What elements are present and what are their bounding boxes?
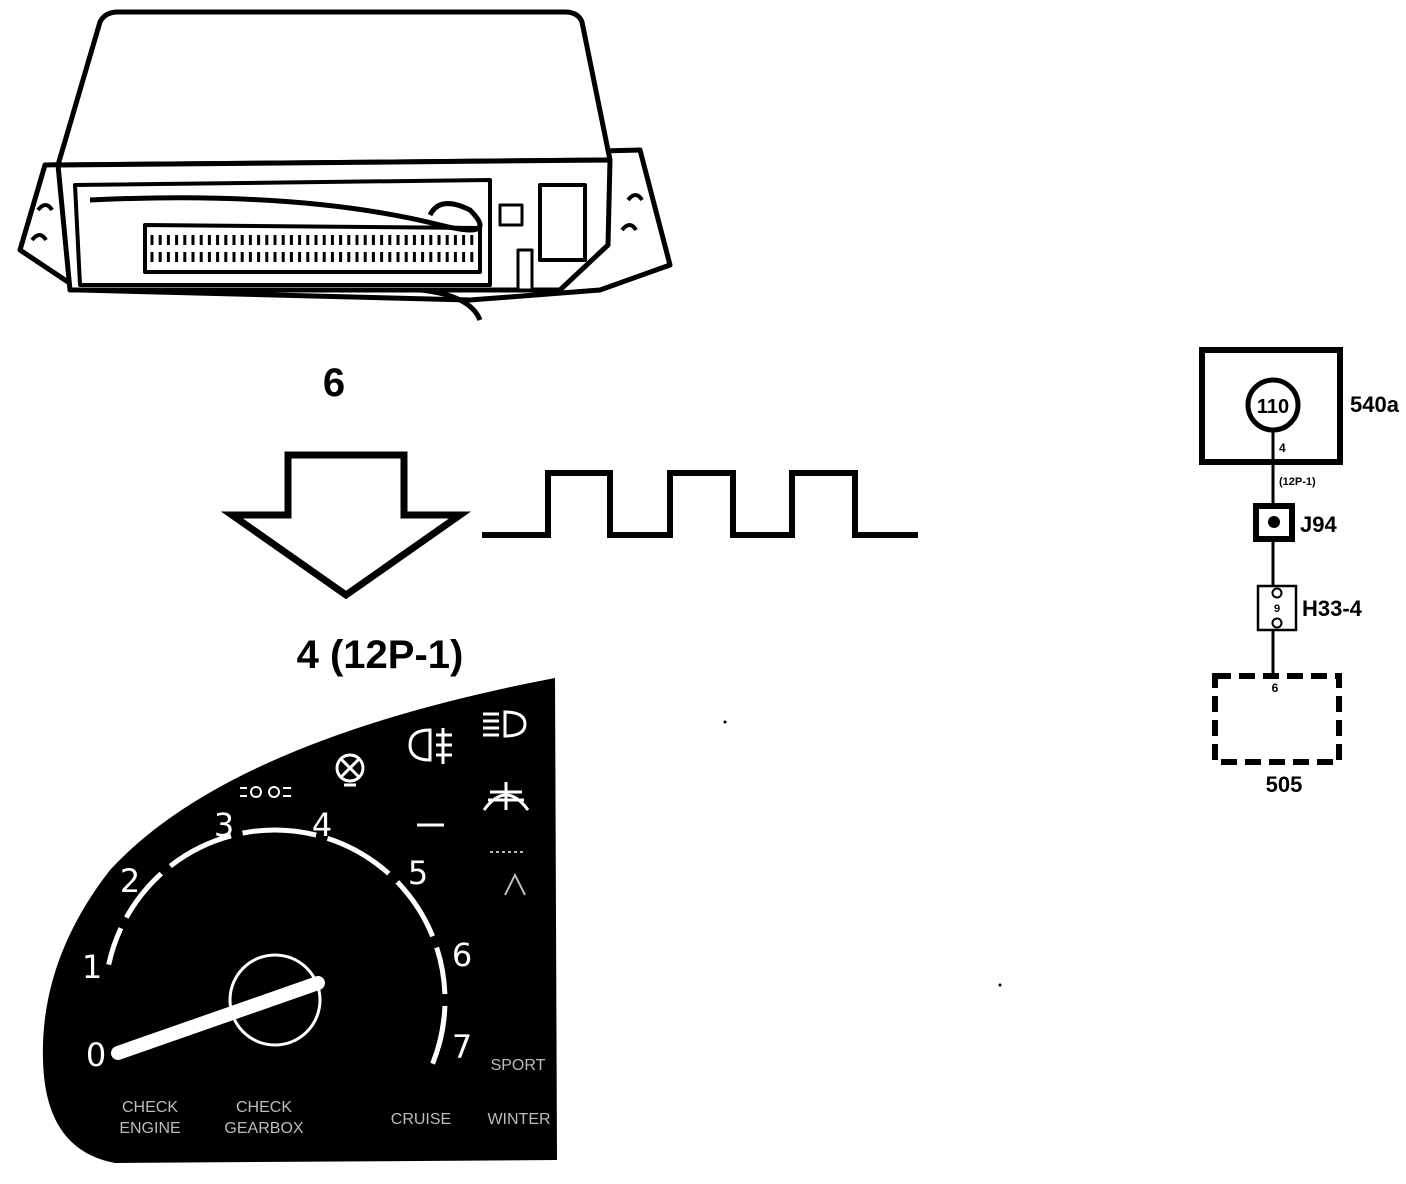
- cluster-connector-pin-label: 110: [1257, 396, 1289, 418]
- scale-segment: [434, 946, 448, 995]
- ecu-connector-pins: [150, 235, 474, 262]
- signal-pin-label: 4 (12P-1): [297, 633, 464, 677]
- fog-light-icon: [408, 728, 452, 764]
- check-engine-label: ENGINE: [119, 1120, 180, 1137]
- wire-connector-label: (12P-1): [1279, 476, 1316, 488]
- ecu-pin-label: 6: [1272, 681, 1279, 695]
- scale-segment: [124, 871, 163, 919]
- wire-pin-label: 4: [1279, 441, 1286, 455]
- ecu-module-icon: [17, 9, 673, 322]
- dial-number: 2: [120, 862, 140, 900]
- down-arrow-icon: [220, 451, 472, 600]
- winter-label: WINTER: [487, 1111, 550, 1128]
- sidelight-icon: [240, 786, 291, 798]
- square-wave-icon: [482, 470, 918, 538]
- bulb-failure-icon: [335, 753, 365, 787]
- junction-dot: [1268, 516, 1280, 528]
- scale-segment: [242, 827, 317, 838]
- connector-pin-male: [1271, 587, 1283, 599]
- cluster-ref-label: 540a: [1350, 392, 1400, 417]
- tachometer-needle: [111, 976, 325, 1060]
- sport-label: SPORT: [491, 1057, 546, 1074]
- scale-segment: [430, 1017, 447, 1065]
- wiper-icon: [482, 782, 530, 811]
- dial-number: 6: [452, 936, 472, 974]
- washer-icon: [490, 851, 526, 896]
- stray-dot: [998, 983, 1002, 987]
- instrument-cluster: 0 1 2 3 4 5 6 7: [42, 678, 558, 1163]
- cruise-label: CRUISE: [391, 1111, 451, 1128]
- dial-number: 7: [452, 1028, 472, 1066]
- ecu-box: [1212, 673, 1342, 765]
- dial-number: 1: [82, 948, 102, 986]
- connector-pin-female: [1271, 617, 1283, 629]
- connector-pin-label: 9: [1274, 603, 1280, 615]
- dial-number: 5: [408, 854, 428, 892]
- ecu-number-label: 6: [323, 361, 345, 405]
- check-gearbox-label: GEARBOX: [224, 1120, 303, 1137]
- wiring-schematic: 540a 110 4 (12P-1) J94 9 H33-4 6 505: [1199, 347, 1400, 797]
- connector-label: H33-4: [1302, 596, 1363, 621]
- scale-segment: [326, 835, 391, 876]
- needle-hub: [228, 953, 322, 1047]
- stray-dot: [723, 720, 727, 724]
- check-engine-label: CHECK: [122, 1099, 178, 1116]
- junction-label: J94: [1300, 512, 1337, 537]
- scale-segment: [106, 927, 124, 966]
- dial-number: 0: [86, 1036, 106, 1074]
- ecu-ref-label: 505: [1266, 772, 1303, 797]
- scale-segment: [395, 880, 435, 938]
- scale-segment: [168, 833, 232, 869]
- check-gearbox-label: CHECK: [236, 1099, 292, 1116]
- tachometer-scale: [106, 827, 448, 1065]
- cluster-box: [1199, 347, 1343, 465]
- dial-number: 3: [214, 806, 234, 844]
- headlight-icon: [483, 710, 527, 738]
- dial-number: 4: [312, 806, 332, 844]
